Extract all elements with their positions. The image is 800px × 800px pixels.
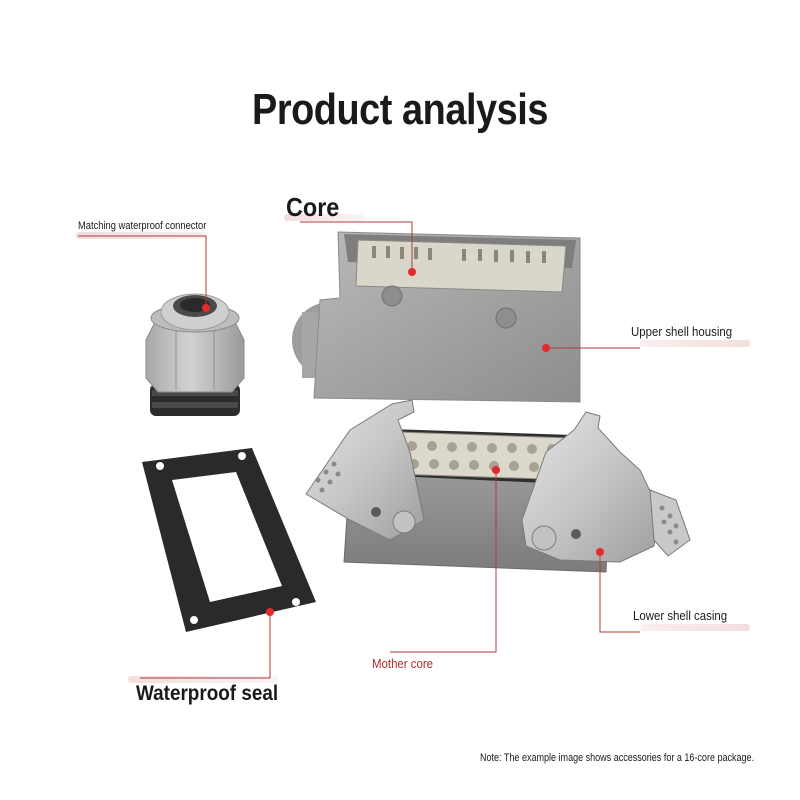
label-lower-shell-casing: Lower shell casing: [633, 608, 728, 623]
label-highlight-stripe: [640, 624, 750, 631]
lower-shell-casing-image: [305, 399, 691, 573]
package-note: Note: The example image shows accessorie…: [480, 752, 755, 764]
callout-dots: [202, 268, 604, 616]
label-highlight-stripe: [284, 214, 364, 221]
callout-dot-upper-shell: [542, 344, 550, 352]
callout-line-lower-shell: [599, 552, 640, 633]
label-core: Core: [286, 192, 340, 222]
label-upper-shell-housing: Upper shell housing: [631, 324, 733, 339]
callout-dot-matching-connector: [202, 304, 210, 312]
callout-line-seal: [140, 612, 271, 679]
label-mother-core: Mother core: [372, 656, 434, 671]
callout-dot-seal: [266, 608, 274, 616]
page-title: Product analysis: [252, 85, 548, 135]
label-highlight-stripe: [640, 340, 750, 347]
callout-line-core: [300, 221, 413, 272]
cable-gland-image: [145, 293, 245, 416]
label-matching-connector: Matching waterproof connector: [78, 220, 207, 232]
upper-shell-housing-image: [292, 231, 581, 403]
waterproof-seal-image: [142, 448, 316, 632]
callout-line-matching-connector: [78, 235, 207, 308]
callout-dot-lower-shell: [596, 548, 604, 556]
label-highlight-stripe: [128, 676, 278, 683]
label-waterproof-seal: Waterproof seal: [136, 682, 279, 705]
callout-line-mother-core: [390, 470, 497, 653]
callout-dot-mother-core: [492, 466, 500, 474]
callout-dot-core: [408, 268, 416, 276]
callout-lines: [78, 221, 640, 679]
